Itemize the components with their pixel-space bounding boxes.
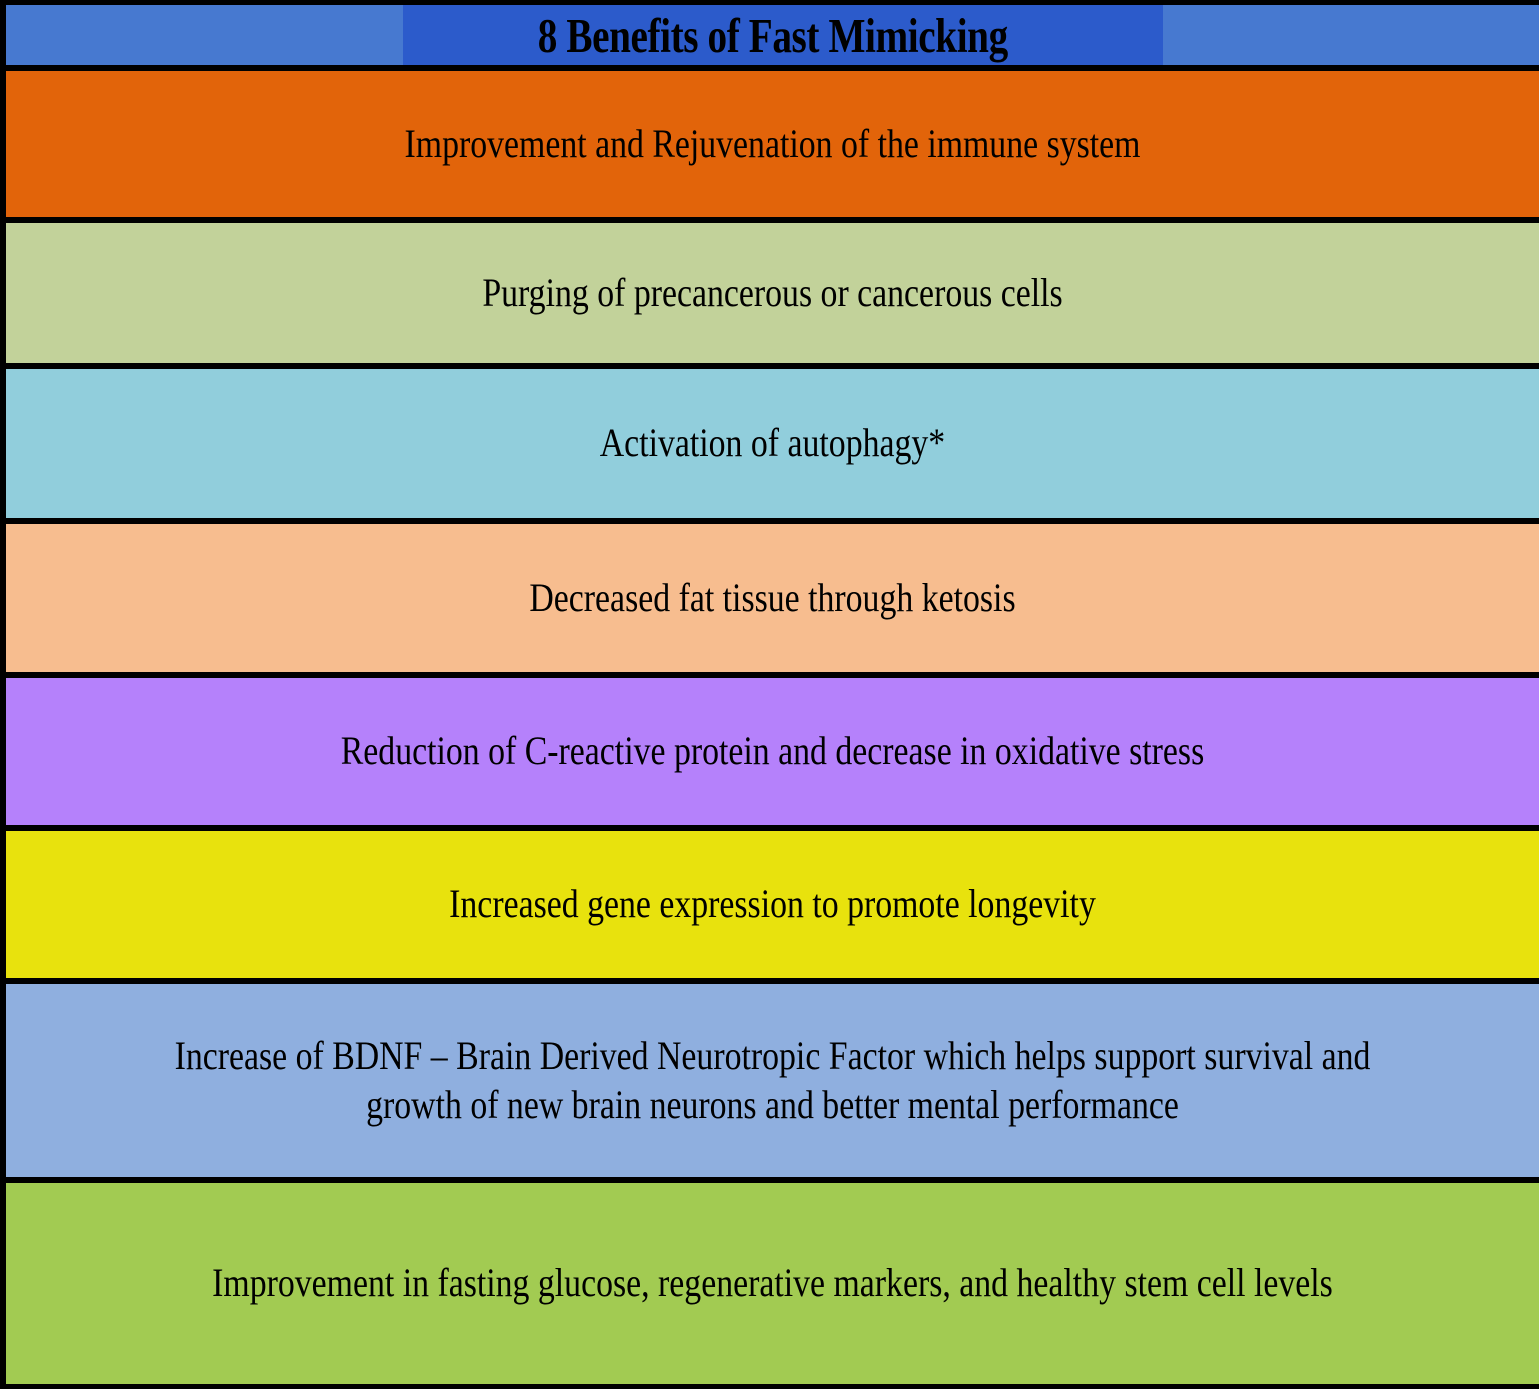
benefit-label-3: Activation of autophagy* [599,420,946,466]
table-title-row: 8 Benefits of Fast Mimicking [6,5,1539,71]
benefit-label-6: Increased gene expression to promote lon… [449,881,1096,927]
page-title: 8 Benefits of Fast Mimicking [537,7,1008,63]
benefit-label-1: Improvement and Rejuvenation of the immu… [404,120,1141,166]
benefit-row-8: Improvement in fasting glucose, regenera… [6,1183,1539,1384]
benefit-row-3: Activation of autophagy* [6,369,1539,524]
benefit-label-7: Increase of BDNF – Brain Derived Neurotr… [174,1032,1371,1127]
title-selection-highlight [403,5,1163,65]
benefit-label-8: Improvement in fasting glucose, regenera… [212,1260,1333,1306]
benefit-label-5: Reduction of C-reactive protein and decr… [340,728,1205,774]
benefit-row-6: Increased gene expression to promote lon… [6,831,1539,984]
benefit-label-4: Decreased fat tissue through ketosis [529,574,1016,620]
benefit-row-4: Decreased fat tissue through ketosis [6,524,1539,678]
benefit-row-7: Increase of BDNF – Brain Derived Neurotr… [6,984,1539,1183]
benefit-row-1: Improvement and Rejuvenation of the immu… [6,71,1539,223]
benefit-row-2: Purging of precancerous or cancerous cel… [6,223,1539,369]
benefit-label-2: Purging of precancerous or cancerous cel… [482,269,1063,315]
benefit-row-5: Reduction of C-reactive protein and decr… [6,678,1539,831]
